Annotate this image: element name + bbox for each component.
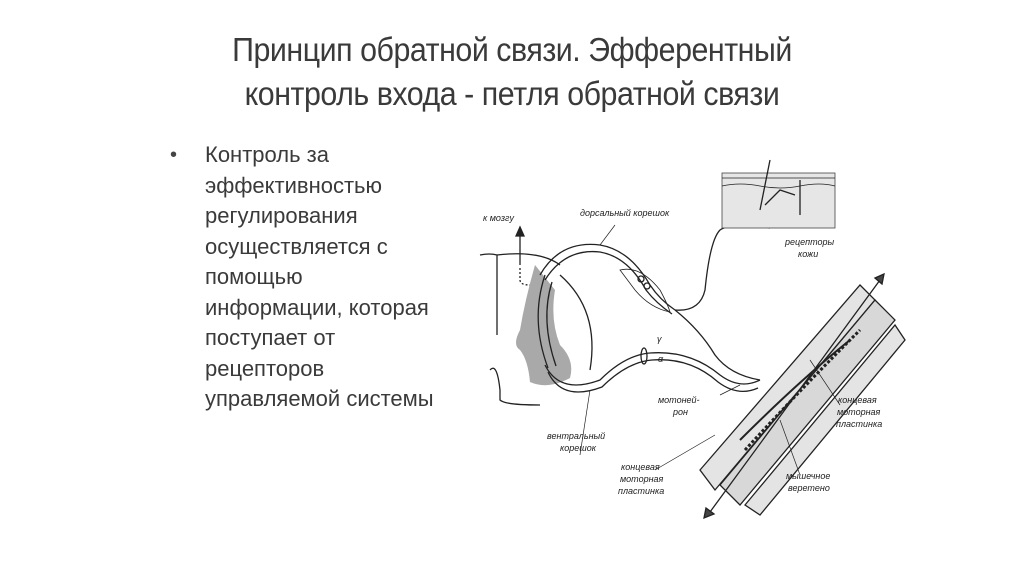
label-alpha: α — [658, 354, 664, 364]
bullet-line: эффективностью — [205, 172, 383, 198]
label-skin-receptors-2: кожи — [798, 249, 818, 259]
label-dorsal-root: дорсальный корешок — [580, 208, 670, 218]
bullet-line: рецепторов — [205, 355, 325, 381]
muscle-fibers — [699, 284, 906, 516]
label-muscle-spindle: мышечное — [786, 471, 830, 481]
bullet-list: • Контроль за эффективностью регулирован… — [170, 140, 490, 415]
bullet-text: Контроль за эффективностью регулирования… — [205, 140, 434, 415]
label-end-plate-right-2: моторная — [837, 407, 881, 417]
bullet-line: Контроль за — [205, 142, 329, 167]
label-end-plate-bottom-2: моторная — [620, 474, 664, 484]
label-muscle-spindle-2: веретено — [788, 483, 830, 493]
title-line-1: Принцип обратной связи. Эфферентный — [232, 31, 792, 68]
spinal-cord-outline — [479, 253, 541, 406]
bullet-item: • Контроль за эффективностью регулирован… — [170, 140, 490, 415]
label-motoneuron: мотоней- — [658, 395, 700, 405]
skin-receptor-box — [721, 172, 836, 229]
dorsal-root — [539, 243, 676, 311]
label-end-plate-bottom: концевая — [621, 462, 660, 472]
label-end-plate-right: концевая — [838, 395, 877, 405]
label-to-brain: к мозгу — [483, 213, 514, 223]
label-gamma: γ — [657, 334, 662, 344]
grey-matter-horn — [516, 265, 572, 386]
slide-title: Принцип обратной связи. Эфферентный конт… — [0, 28, 1024, 116]
label-end-plate-right-3: пластинка — [836, 419, 882, 429]
label-skin-receptors: рецепторы — [784, 237, 835, 247]
label-motoneuron-2: рон — [672, 407, 688, 417]
bullet-line: управляемой системы — [205, 386, 434, 411]
label-end-plate-bottom-3: пластинка — [618, 486, 664, 496]
ventral-root — [544, 352, 761, 386]
bullet-line: осуществляется с — [205, 233, 388, 259]
label-ventral-root-2: корешок — [560, 443, 597, 453]
bullet-line: поступает от — [205, 325, 336, 350]
bullet-line: помощью — [205, 264, 303, 289]
title-line-2: контроль входа - петля обратной связи — [244, 75, 780, 112]
double-arrow — [709, 279, 881, 513]
bullet-line: информации, которая — [205, 294, 429, 320]
bullet-dot: • — [170, 144, 178, 166]
bullet-line: регулирования — [205, 203, 358, 228]
label-ventral-root: вентральный — [547, 431, 605, 441]
